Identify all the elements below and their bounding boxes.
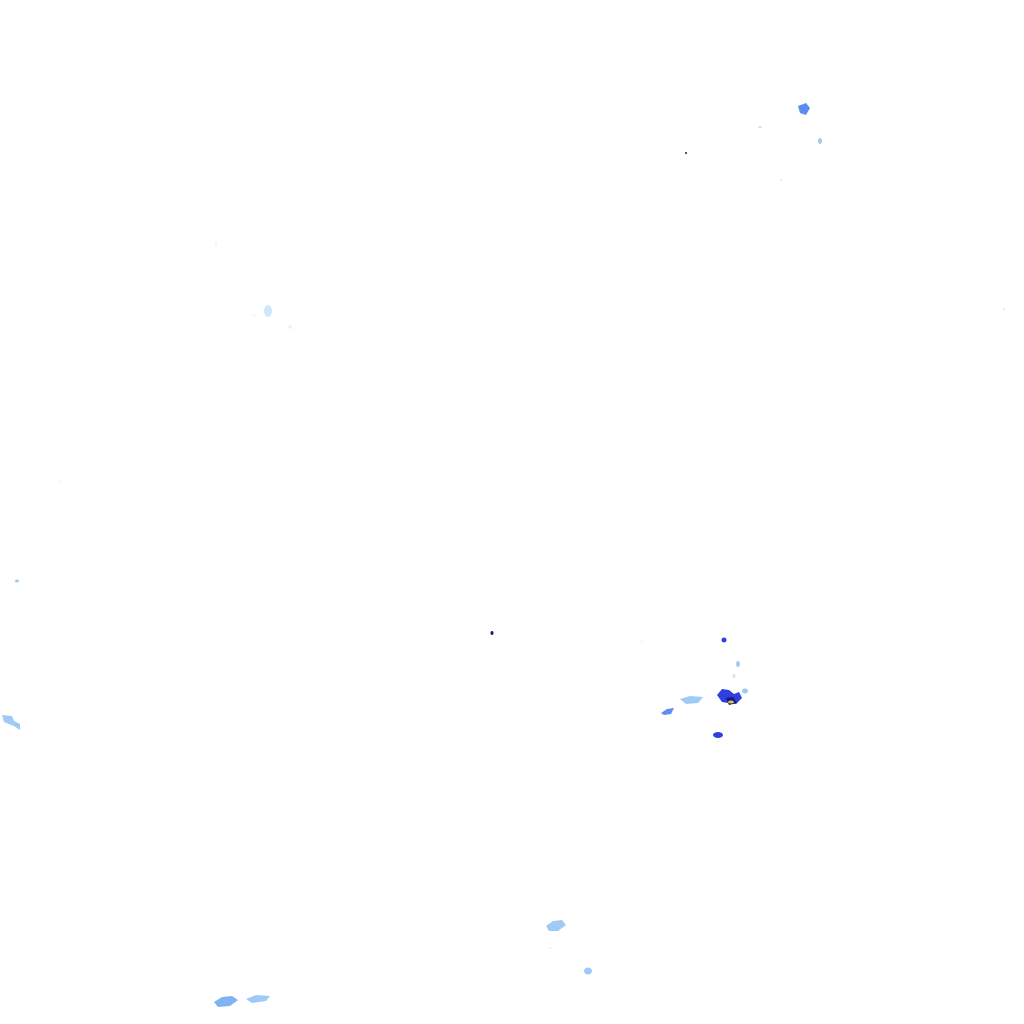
- echo-cluster-northwest: [215, 243, 292, 329]
- echo-cluster-south: [214, 920, 592, 1007]
- echo-speck-dark: [490, 631, 494, 635]
- echo-cell-light: [736, 661, 740, 667]
- echo-cell-trace: [732, 674, 736, 678]
- echo-cell-light: [246, 995, 270, 1003]
- echo-cell-trace: [779, 179, 783, 181]
- echo-cell-heavy: [717, 689, 742, 704]
- echo-cell-light: [546, 920, 566, 931]
- echo-cell-trace: [215, 243, 217, 247]
- echo-cell-trace: [253, 314, 255, 316]
- echo-cell-trace: [548, 947, 552, 949]
- echo-cell-light: [2, 715, 20, 730]
- echo-cell-light: [742, 688, 748, 694]
- echo-cell-moderate: [798, 103, 810, 115]
- echo-cell-trace: [641, 641, 643, 643]
- echo-cell-moderate: [661, 708, 674, 715]
- echo-cluster-northeast: [685, 103, 822, 181]
- echo-cell-trace: [1003, 307, 1005, 311]
- echo-cell-trace: [288, 325, 292, 329]
- echo-cell-light: [680, 696, 703, 704]
- echo-cluster-east-central: [490, 631, 748, 738]
- echo-cell-light: [15, 579, 19, 583]
- echo-cell-very-light: [264, 305, 272, 317]
- echo-cell-light: [214, 996, 238, 1007]
- echo-cell-trace: [758, 126, 762, 128]
- echo-cell-light: [584, 967, 592, 975]
- echo-cell-light: [818, 138, 822, 144]
- echo-cell-trace: [59, 481, 61, 483]
- echo-cluster-west: [2, 307, 1005, 730]
- echo-cell-heavy: [713, 732, 723, 738]
- echo-speck-dark: [685, 152, 687, 154]
- echo-core-yellow: [728, 700, 734, 704]
- echo-cell-moderate: [721, 637, 727, 643]
